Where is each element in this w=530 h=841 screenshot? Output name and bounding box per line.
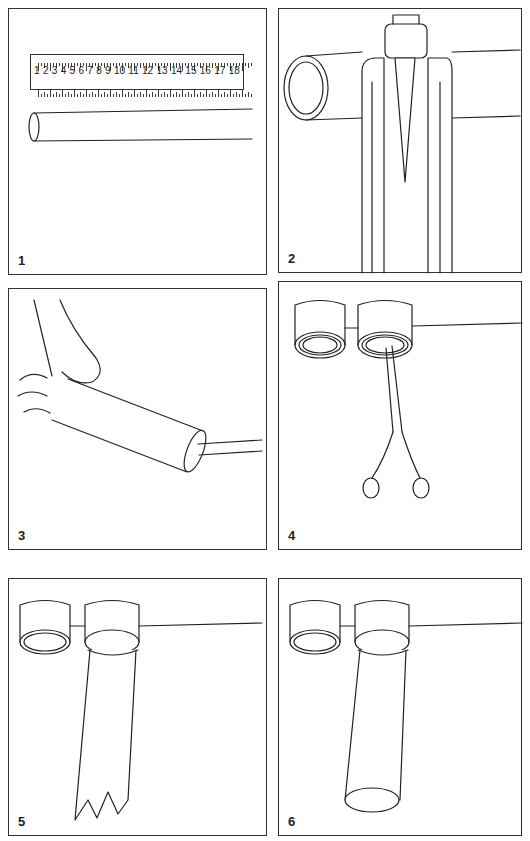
ruler-number: 15: [185, 65, 196, 77]
ruler-number: 4: [61, 65, 67, 77]
ruler-number: 5: [70, 65, 76, 77]
pipe: [198, 440, 262, 455]
step-panel: 1123456789101112131415161718: [8, 8, 267, 275]
ruler-number: 2: [43, 65, 49, 77]
pipe: [29, 109, 252, 141]
ruler-number: 16: [200, 65, 211, 77]
fitting: [290, 601, 522, 655]
step-panel: 5: [8, 578, 267, 836]
step-number: 3: [18, 528, 25, 543]
fitting: [295, 301, 522, 359]
step-number: 1: [18, 253, 25, 268]
step-number: 6: [288, 814, 295, 829]
ruler-number: 7: [87, 65, 93, 77]
hand: [18, 300, 100, 413]
step-number: 4: [288, 528, 295, 543]
pipe: [345, 650, 408, 812]
pipe-cutter: [362, 15, 452, 273]
ruler-numbers: 123456789101112131415161718: [34, 65, 240, 77]
ruler-number: 13: [156, 65, 167, 77]
ruler-number: 12: [142, 65, 153, 77]
ruler-number: 3: [52, 65, 58, 77]
step-number: 5: [18, 814, 25, 829]
pliers: [363, 346, 429, 498]
ruler-number: 1: [34, 65, 40, 77]
step-panel: 3: [8, 288, 267, 550]
pipe: [75, 650, 138, 820]
step-panel: 4: [278, 281, 522, 550]
ruler-number: 18: [229, 65, 240, 77]
step-panel: 2: [278, 8, 522, 273]
step-panel: 6: [278, 578, 522, 836]
ruler-number: 6: [78, 65, 84, 77]
step-number: 2: [288, 251, 295, 266]
ruler-number: 9: [105, 65, 111, 77]
fitting: [20, 601, 262, 655]
ruler-number: 8: [96, 65, 102, 77]
ruler-scale: 123456789101112131415161718: [30, 54, 244, 90]
ruler-number: 17: [214, 65, 225, 77]
ruler-number: 14: [171, 65, 182, 77]
ruler-ticks: [38, 89, 252, 97]
ruler-number: 11: [128, 65, 138, 77]
ruler-number: 10: [114, 65, 125, 77]
abrasive-sleeve: [52, 379, 210, 474]
